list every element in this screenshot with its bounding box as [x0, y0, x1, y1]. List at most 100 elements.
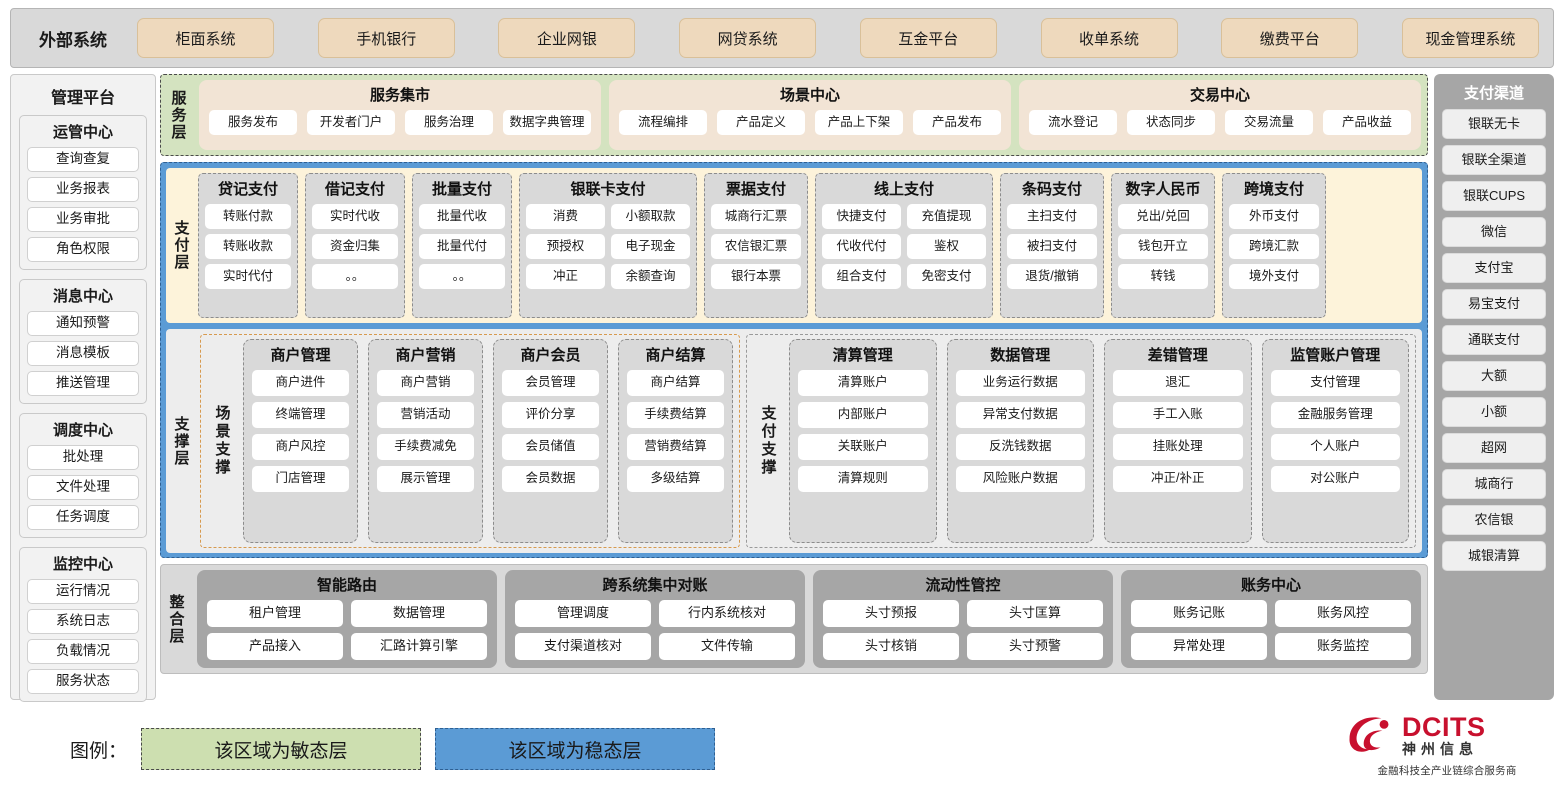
- integration-item[interactable]: 产品接入: [207, 633, 343, 660]
- integration-item[interactable]: 汇路计算引擎: [351, 633, 487, 660]
- integration-item[interactable]: 头寸预警: [967, 633, 1103, 660]
- external-system-chip[interactable]: 企业网银: [498, 18, 635, 58]
- payment-item[interactable]: 转钱: [1118, 264, 1208, 289]
- support-item[interactable]: 终端管理: [252, 402, 349, 428]
- payment-item[interactable]: 鉴权: [907, 234, 986, 259]
- admin-item[interactable]: 服务状态: [27, 669, 139, 694]
- payment-item[interactable]: 兑出/兑回: [1118, 204, 1208, 229]
- admin-item[interactable]: 运行情况: [27, 579, 139, 604]
- payment-item[interactable]: 资金归集: [312, 234, 398, 259]
- payment-item[interactable]: 余额查询: [611, 264, 690, 289]
- payment-item-more[interactable]: 。。: [419, 264, 505, 289]
- payment-channel-item[interactable]: 银联全渠道: [1442, 145, 1546, 175]
- payment-item[interactable]: 境外支付: [1229, 264, 1319, 289]
- admin-item[interactable]: 推送管理: [27, 371, 139, 396]
- support-item[interactable]: 冲正/补正: [1113, 466, 1243, 492]
- support-item[interactable]: 会员储值: [502, 434, 599, 460]
- integration-item[interactable]: 账务记账: [1131, 600, 1267, 627]
- payment-channel-item[interactable]: 微信: [1442, 217, 1546, 247]
- admin-item[interactable]: 文件处理: [27, 475, 139, 500]
- support-item[interactable]: 手续费减免: [377, 434, 474, 460]
- payment-item[interactable]: 城商行汇票: [711, 204, 801, 229]
- support-item[interactable]: 门店管理: [252, 466, 349, 492]
- payment-item-more[interactable]: 。。: [312, 264, 398, 289]
- admin-item[interactable]: 角色权限: [27, 237, 139, 262]
- integration-item[interactable]: 文件传输: [659, 633, 795, 660]
- service-item[interactable]: 产品收益: [1323, 110, 1411, 135]
- support-item[interactable]: 商户结算: [627, 370, 724, 396]
- payment-item[interactable]: 转账付款: [205, 204, 291, 229]
- payment-channel-item[interactable]: 易宝支付: [1442, 289, 1546, 319]
- external-system-chip[interactable]: 缴费平台: [1221, 18, 1358, 58]
- support-item[interactable]: 营销费结算: [627, 434, 724, 460]
- payment-item[interactable]: 免密支付: [907, 264, 986, 289]
- payment-channel-item[interactable]: 农信银: [1442, 505, 1546, 535]
- support-item[interactable]: 商户风控: [252, 434, 349, 460]
- support-item[interactable]: 商户营销: [377, 370, 474, 396]
- service-item[interactable]: 产品发布: [913, 110, 1001, 135]
- payment-item[interactable]: 银行本票: [711, 264, 801, 289]
- support-item[interactable]: 商户进件: [252, 370, 349, 396]
- payment-item[interactable]: 小额取款: [611, 204, 690, 229]
- admin-item[interactable]: 消息模板: [27, 341, 139, 366]
- admin-item[interactable]: 查询查复: [27, 147, 139, 172]
- service-item[interactable]: 服务治理: [405, 110, 493, 135]
- integration-item[interactable]: 行内系统核对: [659, 600, 795, 627]
- admin-item[interactable]: 系统日志: [27, 609, 139, 634]
- payment-channel-item[interactable]: 银联CUPS: [1442, 181, 1546, 211]
- admin-item[interactable]: 通知预警: [27, 311, 139, 336]
- support-item[interactable]: 异常支付数据: [956, 402, 1086, 428]
- external-system-chip[interactable]: 网贷系统: [679, 18, 816, 58]
- payment-item[interactable]: 实时代付: [205, 264, 291, 289]
- payment-item[interactable]: 主扫支付: [1007, 204, 1097, 229]
- service-item[interactable]: 流程编排: [619, 110, 707, 135]
- integration-item[interactable]: 头寸匡算: [967, 600, 1103, 627]
- service-item[interactable]: 服务发布: [209, 110, 297, 135]
- payment-item[interactable]: 电子现金: [611, 234, 690, 259]
- payment-item[interactable]: 预授权: [526, 234, 605, 259]
- integration-item[interactable]: 头寸预报: [823, 600, 959, 627]
- admin-item[interactable]: 业务报表: [27, 177, 139, 202]
- support-item[interactable]: 风险账户数据: [956, 466, 1086, 492]
- payment-item[interactable]: 钱包开立: [1118, 234, 1208, 259]
- integration-item[interactable]: 租户管理: [207, 600, 343, 627]
- payment-item[interactable]: 农信银汇票: [711, 234, 801, 259]
- payment-item[interactable]: 跨境汇款: [1229, 234, 1319, 259]
- payment-item[interactable]: 实时代收: [312, 204, 398, 229]
- admin-item[interactable]: 任务调度: [27, 505, 139, 530]
- support-item[interactable]: 评价分享: [502, 402, 599, 428]
- integration-item[interactable]: 数据管理: [351, 600, 487, 627]
- service-item[interactable]: 状态同步: [1127, 110, 1215, 135]
- integration-item[interactable]: 支付渠道核对: [515, 633, 651, 660]
- external-system-chip[interactable]: 手机银行: [318, 18, 455, 58]
- support-item[interactable]: 挂账处理: [1113, 434, 1243, 460]
- support-item[interactable]: 清算规则: [798, 466, 928, 492]
- payment-channel-item[interactable]: 小额: [1442, 397, 1546, 427]
- payment-channel-item[interactable]: 支付宝: [1442, 253, 1546, 283]
- external-system-chip[interactable]: 互金平台: [860, 18, 997, 58]
- integration-item[interactable]: 账务监控: [1275, 633, 1411, 660]
- payment-item[interactable]: 代收代付: [822, 234, 901, 259]
- payment-channel-item[interactable]: 银联无卡: [1442, 109, 1546, 139]
- external-system-chip[interactable]: 收单系统: [1041, 18, 1178, 58]
- support-item[interactable]: 内部账户: [798, 402, 928, 428]
- support-item[interactable]: 对公账户: [1271, 466, 1401, 492]
- payment-item[interactable]: 冲正: [526, 264, 605, 289]
- payment-channel-item[interactable]: 超网: [1442, 433, 1546, 463]
- service-item[interactable]: 交易流量: [1225, 110, 1313, 135]
- integration-item[interactable]: 管理调度: [515, 600, 651, 627]
- service-item[interactable]: 流水登记: [1029, 110, 1117, 135]
- support-item[interactable]: 退汇: [1113, 370, 1243, 396]
- payment-channel-item[interactable]: 通联支付: [1442, 325, 1546, 355]
- payment-item[interactable]: 充值提现: [907, 204, 986, 229]
- integration-item[interactable]: 账务风控: [1275, 600, 1411, 627]
- admin-item[interactable]: 业务审批: [27, 207, 139, 232]
- payment-channel-item[interactable]: 大额: [1442, 361, 1546, 391]
- service-item[interactable]: 数据字典管理: [503, 110, 591, 135]
- support-item[interactable]: 手工入账: [1113, 402, 1243, 428]
- support-item[interactable]: 展示管理: [377, 466, 474, 492]
- payment-item[interactable]: 批量代付: [419, 234, 505, 259]
- support-item[interactable]: 会员数据: [502, 466, 599, 492]
- payment-item[interactable]: 外币支付: [1229, 204, 1319, 229]
- support-item[interactable]: 业务运行数据: [956, 370, 1086, 396]
